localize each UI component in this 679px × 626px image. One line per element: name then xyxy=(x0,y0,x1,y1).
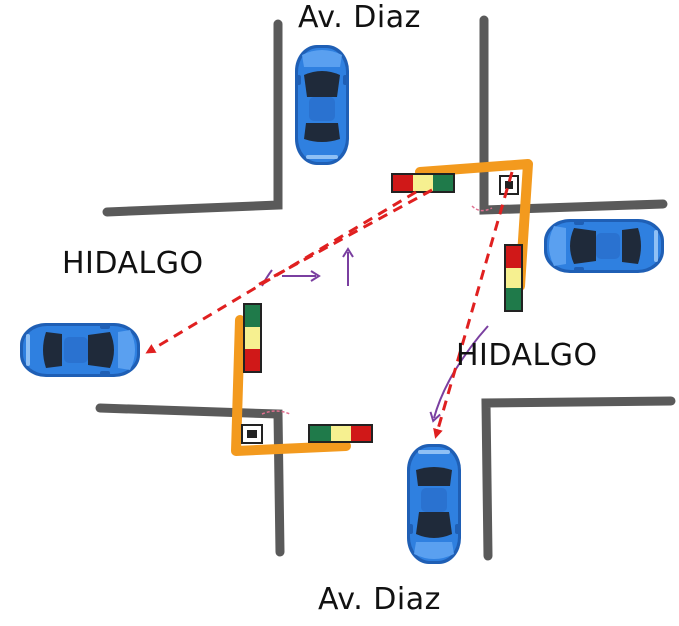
traffic-light-frame-sw xyxy=(231,315,351,456)
corner-mark xyxy=(261,410,291,415)
car-icon xyxy=(407,444,461,564)
traffic-light-icon xyxy=(391,173,455,193)
car-icon xyxy=(20,323,140,377)
street-label-right: HIDALGO xyxy=(456,338,598,373)
traffic-light-icon xyxy=(504,244,523,312)
path-arrow-icon xyxy=(433,171,514,439)
traffic-light-icon xyxy=(499,175,519,195)
path-arrow-icon xyxy=(145,190,417,354)
street-label-left: HIDALGO xyxy=(62,246,204,281)
traffic-light-icon xyxy=(243,303,262,373)
street-label-bottom: Av. Diaz xyxy=(318,582,441,617)
corner-mark xyxy=(471,205,493,212)
curb-bottom-left xyxy=(95,403,285,557)
curb-bottom-right xyxy=(481,396,676,561)
curb-top-left xyxy=(102,19,283,217)
car-icon xyxy=(544,219,664,273)
traffic-light-icon xyxy=(241,424,263,444)
traffic-light-icon xyxy=(308,424,373,443)
car-icon xyxy=(295,45,349,165)
curb-top-right xyxy=(479,15,668,215)
street-label-top: Av. Diaz xyxy=(298,0,421,35)
